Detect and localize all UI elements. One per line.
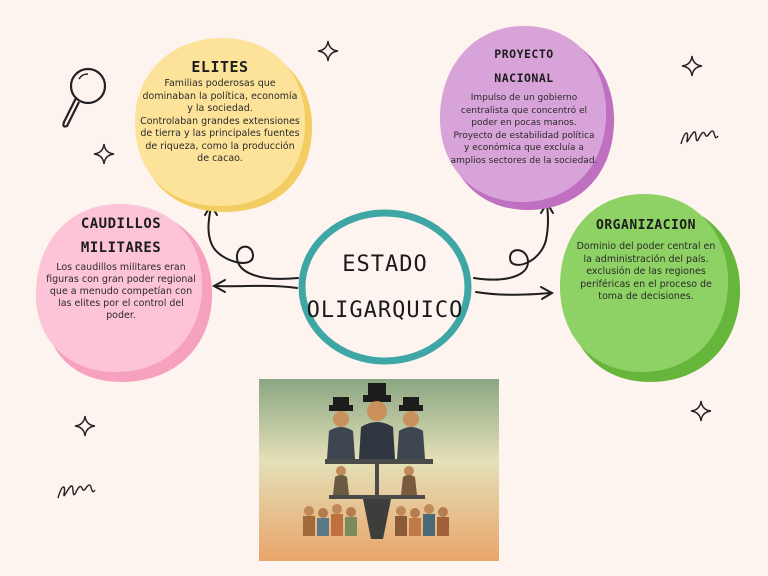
sparkle-icon [74,415,96,437]
node-elites-shape [134,38,313,212]
social-pyramid-illustration [259,379,499,561]
middle-figures [333,466,417,495]
node-description: Dominio del poder central en la administ… [576,241,716,302]
node-caudillos-shape [35,204,213,382]
node-proyecto-shape [440,26,615,210]
sparkle-icon [317,40,339,62]
node-description: Familias poderosas que dominaban la polí… [140,78,300,164]
center-ring [298,209,472,365]
loop-squiggle-icon [680,130,719,145]
node-title: ORGANIZACION [596,218,696,233]
central-topic-title: ESTADO OLIGARQUICO [306,252,464,323]
sparkle-icon [93,143,115,165]
node-caudillos-militares: CAUDILLOS MILITARES Los caudillos milita… [32,200,216,384]
loop-squiggle-icon [57,484,96,499]
node-organizacion-shape [560,194,741,382]
sparkle-icon [690,400,712,422]
elite-figures [327,383,425,459]
people-crowd [303,504,449,536]
node-title: CAUDILLOS MILITARES [80,216,162,256]
node-title: ELITES [191,58,249,76]
node-description: Los caudillos militares eran figuras con… [46,262,196,321]
node-elites: ELITES Familias poderosas que dominaban … [130,36,320,218]
node-proyecto-nacional: PROYECTO NACIONAL Impulso de un gobierno… [438,24,618,214]
magnifying-glass-icon [62,67,107,128]
node-description: Impulso de un gobierno centralista que c… [450,93,598,166]
node-organizacion: ORGANIZACION Dominio del poder central e… [556,192,742,386]
sparkle-icon [681,55,703,77]
node-title: PROYECTO NACIONAL [494,47,554,85]
